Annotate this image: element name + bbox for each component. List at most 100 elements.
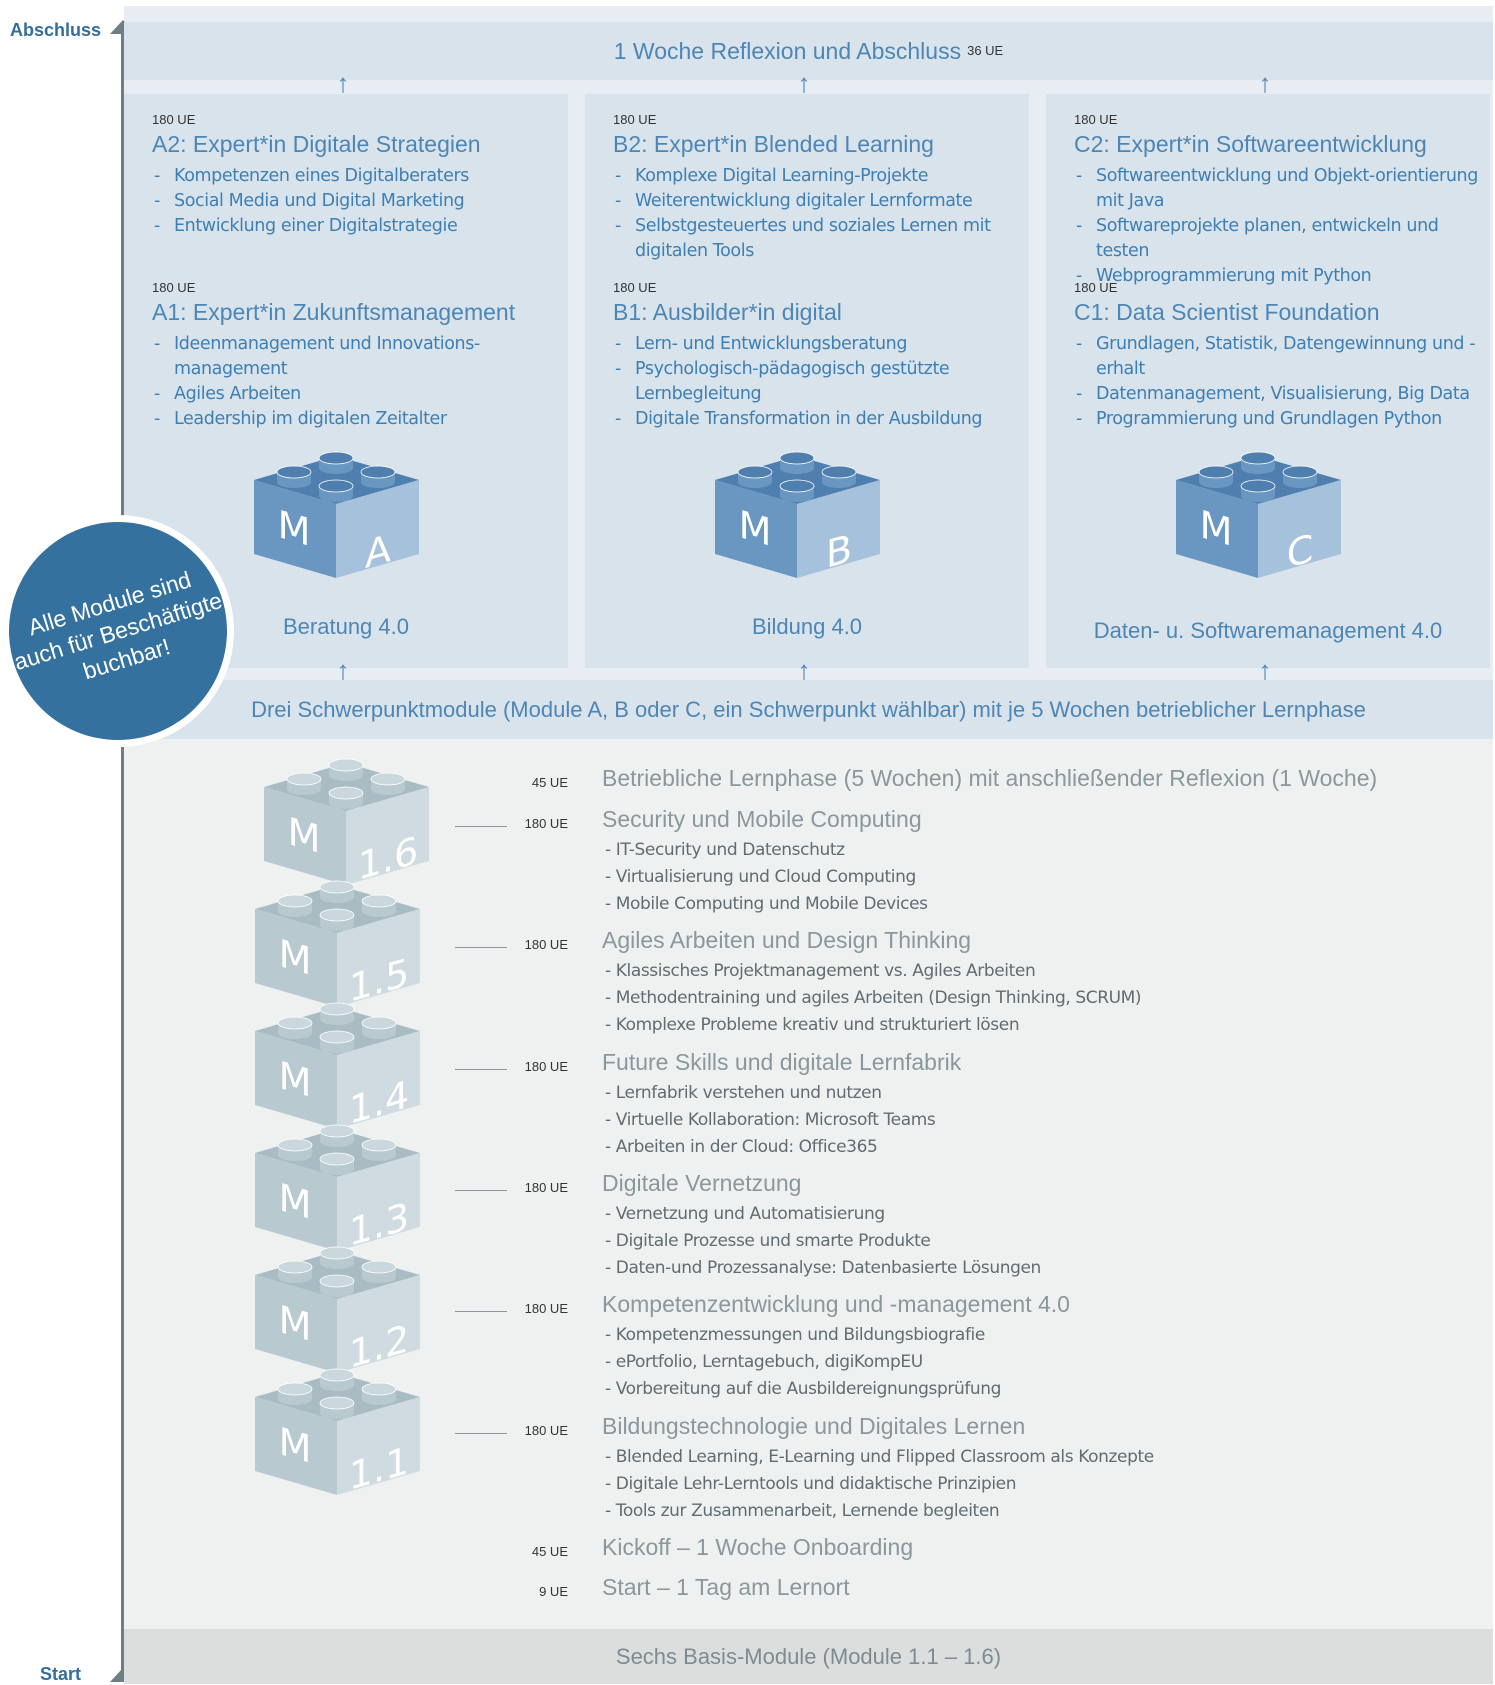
- module-topics: Grundlagen, Statistik, Datengewinnung un…: [1074, 332, 1484, 432]
- focus-modules-bar-text: Drei Schwerpunktmodule (Module A, B oder…: [251, 697, 1366, 722]
- basis-modules-bar: [124, 1629, 1493, 1684]
- basis-topics: Lernfabrik verstehen und nutzenVirtuelle…: [605, 1080, 936, 1161]
- module-ue: 180 UE: [613, 112, 657, 127]
- module-title: C1: Data Scientist Foundation: [1074, 299, 1380, 325]
- topic-item: Methodentraining und agiles Arbeiten (De…: [605, 985, 1142, 1012]
- arrow-up-icon: ↑: [797, 68, 811, 98]
- block-label-left: M: [1200, 502, 1233, 556]
- basis-ue: 180 UE: [524, 1423, 568, 1438]
- topic-item: Digitale Prozesse und smarte Produkte: [605, 1228, 1041, 1255]
- topic-item: Lernfabrik verstehen und nutzen: [605, 1080, 935, 1107]
- topic-item: Blended Learning, E-Learning und Flipped…: [605, 1444, 1154, 1471]
- topic-item: Agiles Arbeiten: [152, 382, 562, 407]
- axis-label-start: Start: [40, 1664, 82, 1684]
- module-c1: 180 UE C1: Data Scientist FoundationGrund…: [1074, 280, 1484, 432]
- block-label-left: M: [288, 809, 321, 863]
- topic-item: Lern- und Entwicklungsberatung: [613, 332, 1023, 357]
- block-label-left: M: [279, 1419, 312, 1473]
- basis-ue: 180 UE: [524, 1301, 568, 1316]
- topic-item: Daten-und Prozessanalyse: Datenbasierte …: [605, 1255, 1042, 1282]
- module-title: B2: Expert*in Blended Learning: [613, 131, 934, 157]
- topic-item: Datenmanagement, Visualisierung, Big Dat…: [1074, 382, 1484, 407]
- module-a1: 180 UE A1: Expert*in ZukunftsmanagementId…: [152, 280, 562, 432]
- block-label-right: A: [365, 526, 391, 578]
- module-topics: Ideenmanagement und Innovations-manageme…: [152, 332, 562, 432]
- block-label-left: M: [739, 502, 772, 556]
- axis-label-abschluss: Abschluss: [10, 20, 102, 40]
- topic-item: Entwicklung einer Digitalstrategie: [152, 214, 562, 239]
- topic-item: Webprogrammierung mit Python: [1074, 264, 1484, 289]
- topic-item: Psychologisch-pädagogisch gestützte Lern…: [613, 357, 1023, 407]
- topic-item: Weiterentwicklung digitaler Lernformate: [613, 189, 1023, 214]
- module-b1: 180 UE B1: Ausbilder*in digitalLern- und …: [613, 280, 1023, 432]
- arrow-up-icon: ↑: [1258, 655, 1272, 685]
- basis-connector: [455, 1433, 507, 1434]
- topic-item: Virtualisierung und Cloud Computing: [605, 864, 928, 891]
- topic-item: Programmierung und Grundlagen Python: [1074, 407, 1484, 432]
- basis-modules-bar-text: Sechs Basis-Module (Module 1.1 – 1.6): [615, 1644, 1002, 1669]
- block-label-left: M: [278, 502, 311, 556]
- module-title: A2: Expert*in Digitale Strategien: [152, 131, 481, 157]
- topic-item: Mobile Computing und Mobile Devices: [605, 891, 928, 918]
- basis-connector: [455, 947, 507, 948]
- arrow-up-icon: ↑: [1258, 68, 1272, 98]
- arrow-up-icon: ↑: [336, 655, 350, 685]
- module-topics: Komplexe Digital Learning-ProjekteWeiter…: [613, 164, 1023, 264]
- module-ue: 180 UE: [152, 280, 196, 295]
- basis-ue: 180 UE: [524, 1180, 568, 1195]
- module-title: A1: Expert*in Zukunftsmanagement: [152, 299, 516, 325]
- topic-item: Vorbereitung auf die Ausbildereignungspr…: [605, 1376, 1002, 1403]
- module-b2: 180 UE B2: Expert*in Blended LearningKomp…: [613, 112, 1023, 264]
- topic-item: Ideenmanagement und Innovations-manageme…: [152, 332, 562, 382]
- topic-item: Kompetenzmessungen und Bildungsbiografie: [605, 1322, 1001, 1349]
- focus-caption: Bildung 4.0: [751, 614, 863, 639]
- block-label-left: M: [279, 1053, 312, 1107]
- basis-topics: Klassisches Projektmanagement vs. Agiles…: [605, 958, 1142, 1039]
- basis-connector: [455, 1069, 507, 1070]
- reflexion-ue: 36 UE: [967, 43, 1004, 58]
- block-label-left: M: [279, 1297, 312, 1351]
- topic-item: Social Media und Digital Marketing: [152, 189, 562, 214]
- focus-modules-bar: [124, 680, 1493, 739]
- basis-title: Bildungstechnologie und Digitales Lernen: [602, 1413, 1026, 1439]
- topic-item: Digitale Lehr-Lerntools und didaktische …: [605, 1471, 1154, 1498]
- block-label-left: M: [279, 931, 312, 985]
- basis-title: Kickoff – 1 Woche Onboarding: [602, 1534, 914, 1560]
- module-title: B1: Ausbilder*in digital: [613, 299, 842, 325]
- basis-title: Security und Mobile Computing: [602, 806, 922, 832]
- topic-item: ePortfolio, Lerntagebuch, digiKompEU: [605, 1349, 1001, 1376]
- topic-item: Selbstgesteuertes und soziales Lernen mi…: [613, 214, 1023, 264]
- topic-item: Softwareentwicklung und Objekt-orientier…: [1074, 164, 1484, 214]
- basis-title: Start – 1 Tag am Lernort: [602, 1574, 850, 1600]
- focus-caption: Daten- u. Softwaremanagement 4.0: [1093, 618, 1443, 643]
- module-ue: 180 UE: [613, 280, 657, 295]
- basis-title: Future Skills und digitale Lernfabrik: [602, 1049, 962, 1075]
- focus-caption: Beratung 4.0: [283, 614, 409, 639]
- basis-topics: Blended Learning, E-Learning und Flipped…: [605, 1444, 1154, 1525]
- basis-title: Kompetenzentwicklung und -management 4.0: [602, 1291, 1070, 1317]
- basis-topics: Vernetzung und AutomatisierungDigitale P…: [605, 1201, 1042, 1282]
- topic-item: IT-Security und Datenschutz: [605, 837, 928, 864]
- basis-topics: Kompetenzmessungen und Bildungsbiografie…: [605, 1322, 1002, 1403]
- basis-ue: 180 UE: [524, 937, 568, 952]
- progress-axis: [121, 30, 124, 1675]
- reflexion-bar-text: 1 Woche Reflexion und Abschluss 36 UE: [124, 22, 1493, 80]
- topic-item: Tools zur Zusammenarbeit, Lernende begle…: [605, 1498, 1154, 1525]
- module-ue: 180 UE: [1074, 280, 1118, 295]
- reflexion-title: 1 Woche Reflexion und Abschluss: [613, 38, 962, 64]
- module-topics: Lern- und EntwicklungsberatungPsychologi…: [613, 332, 1023, 432]
- badge: [9, 522, 227, 740]
- block-label-right: C: [1287, 526, 1314, 578]
- arrow-up-icon: ↑: [797, 655, 811, 685]
- topic-item: Kompetenzen eines Digitalberaters: [152, 164, 562, 189]
